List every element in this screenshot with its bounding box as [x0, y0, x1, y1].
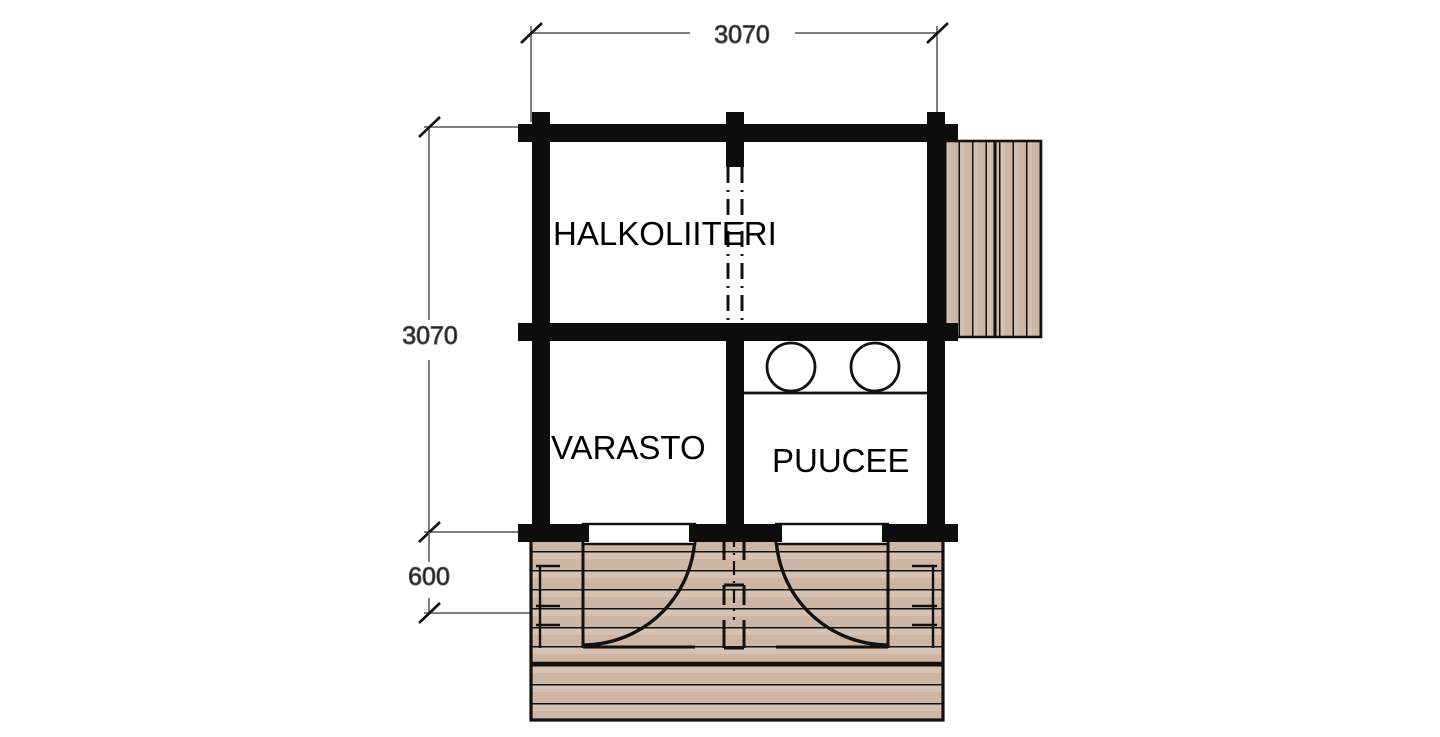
front-terrace — [529, 531, 945, 722]
dimension-label-overall-width: 3070 — [714, 21, 770, 49]
partition-centerline — [726, 167, 744, 323]
toilet-bench — [744, 341, 927, 395]
wall-bottom-left — [518, 524, 589, 542]
door-swing-right — [774, 533, 889, 647]
wall-layer — [518, 112, 958, 542]
dimension-overall-depth: 3070 — [402, 116, 520, 543]
side-deck — [938, 139, 1043, 339]
door-swing-left — [582, 533, 697, 647]
corner-joint-top-left — [532, 112, 550, 142]
corner-joint-top-right — [927, 112, 945, 142]
corner-joint-bottom-right — [927, 524, 945, 542]
dimension-layer: 3070 3070 600 — [402, 21, 949, 624]
door-opening-left — [581, 522, 697, 546]
wall-bottom-right — [882, 524, 958, 542]
corner-joint-bottom-left — [532, 524, 550, 542]
dimension-overall-width: 3070 — [520, 21, 949, 122]
room-label-varasto: VARASTO — [551, 429, 706, 466]
room-label-layer: HALKOLIITERI VARASTO PUUCEE — [551, 215, 910, 479]
toilet-seat-opening-right — [849, 341, 901, 393]
toilet-seat-opening-left — [765, 341, 817, 393]
door-openings — [581, 522, 890, 546]
dimension-label-terrace-depth: 600 — [408, 563, 450, 591]
room-label-halkoliiteri: HALKOLIITERI — [553, 215, 777, 252]
dimension-terrace-depth: 600 — [408, 532, 530, 624]
wall-middle-vertical — [726, 323, 744, 542]
corner-joint-top-middle — [726, 112, 744, 167]
room-label-puucee: PUUCEE — [772, 442, 910, 479]
dimension-label-overall-depth: 3070 — [402, 322, 458, 350]
door-opening-right — [774, 522, 890, 546]
